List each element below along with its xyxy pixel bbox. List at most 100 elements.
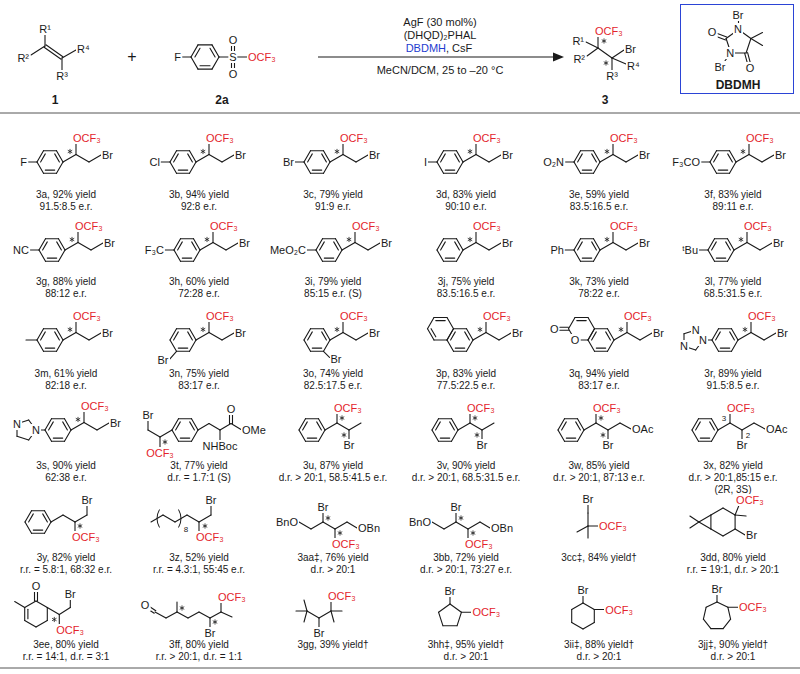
- bond-line: [86, 505, 87, 515]
- compound-caption: 3a, 92% yield: [36, 189, 96, 201]
- atom-label: OCF₃: [247, 51, 277, 63]
- bond-line: [703, 607, 706, 619]
- bond-line: [188, 332, 193, 340]
- bond-line: [565, 249, 574, 250]
- compound-caption: 3u, 87% yield: [303, 460, 363, 472]
- atom-label: NC: [12, 244, 30, 256]
- stereo-star: [326, 517, 330, 519]
- compound-caption: 91.5:8.5 e.r.: [707, 380, 760, 392]
- compound-caption: 83:17 e.r.: [178, 380, 220, 392]
- reagent-text: , CsF: [446, 42, 472, 54]
- bond-line: [708, 239, 715, 250]
- atom-label: Br: [711, 583, 724, 595]
- bond-line: [222, 333, 234, 340]
- atom-label: OCF₃: [609, 132, 639, 144]
- bond-line: [320, 242, 325, 250]
- compound-caption: 3j, 75% yield: [438, 276, 495, 288]
- bond-line: [428, 318, 435, 329]
- atom-label: OCF₃: [472, 132, 502, 144]
- bond-line: [63, 515, 75, 522]
- bond-line: [594, 609, 604, 610]
- atom-label: Br: [101, 149, 114, 161]
- bond-line: [208, 144, 209, 155]
- bond-line: [560, 327, 569, 328]
- bond-line: [728, 607, 738, 608]
- bond-line: [626, 322, 627, 333]
- atom-label: R²: [572, 53, 586, 65]
- stereo-star: [70, 238, 74, 240]
- bond-line: [572, 603, 583, 610]
- bond-line: [475, 144, 476, 155]
- bond-line: [594, 162, 601, 173]
- bond-line: [63, 333, 76, 341]
- bond-line: [75, 144, 76, 155]
- bond-line: [439, 604, 450, 612]
- bond-line: [25, 601, 36, 608]
- bond-line: [25, 621, 36, 628]
- atom-label: F: [173, 51, 182, 63]
- bond-line: [620, 423, 631, 429]
- bond-line: [728, 239, 735, 250]
- bond-line: [148, 430, 160, 437]
- bond-line: [71, 423, 84, 431]
- stereo-star: [347, 238, 351, 240]
- bond-line: [170, 351, 177, 359]
- bond-line: [611, 58, 612, 70]
- compound-caption: 3z, 52% yield: [169, 552, 228, 564]
- bond-line: [210, 505, 211, 515]
- atom-label: Br: [772, 237, 785, 249]
- bond-line: [716, 594, 717, 602]
- bond-line: [33, 530, 42, 531]
- bond-line: [97, 423, 109, 430]
- atom-label: OBn: [357, 522, 381, 534]
- atom-label: N: [31, 424, 41, 436]
- bond-line: [53, 438, 62, 439]
- stereo-star: [459, 517, 463, 519]
- compound-caption: 83:17 e.r.: [578, 380, 620, 392]
- atom-label: Br: [204, 627, 217, 639]
- compound-caption: 3e, 59% yield: [569, 189, 629, 201]
- atom-label: I: [423, 156, 428, 168]
- bond-line: [319, 419, 326, 430]
- bond-line: [46, 45, 63, 57]
- bond-line: [728, 154, 733, 162]
- bond-line: [304, 600, 307, 611]
- stereo-star: [342, 434, 346, 436]
- bond-line: [63, 422, 68, 430]
- atom-label: Br: [602, 439, 615, 451]
- repeat-count: 8: [183, 525, 189, 534]
- reagent-box: BrNONBrODBDMH: [680, 4, 794, 94]
- compound-caption: d.r. > 20:1: [577, 651, 622, 663]
- bond-line: [700, 438, 709, 439]
- bond-line: [736, 155, 749, 163]
- atom-label: Br: [234, 327, 247, 339]
- bond-line: [179, 441, 192, 442]
- bond-line: [612, 58, 626, 64]
- bond-line: [715, 238, 728, 239]
- bond-line: [575, 317, 588, 318]
- bond-line: [457, 239, 464, 250]
- bond-line: [322, 512, 323, 522]
- stereo-star: [601, 434, 605, 436]
- compound-caption: 92:8 e.r.: [181, 201, 217, 213]
- atom-label: MeO₂C: [269, 244, 307, 256]
- stereo-star: [213, 621, 217, 623]
- atom-label: OCF₃: [482, 310, 512, 322]
- stereo-star: [347, 238, 351, 240]
- reagent-text: (DHQD)₂PHAL: [404, 29, 477, 41]
- bond-line: [59, 608, 70, 615]
- bond-line: [565, 161, 574, 162]
- atom-label: Br: [577, 584, 590, 596]
- bond-line: [735, 505, 739, 515]
- compound-caption: 3p, 83% yield: [436, 368, 496, 380]
- stereo-star: [76, 418, 80, 420]
- bond-line: [84, 423, 97, 431]
- atom-label: OCF₃: [331, 538, 361, 550]
- bond-line: [308, 332, 313, 340]
- bond-line: [312, 170, 321, 171]
- atom-label: OCF₃: [604, 604, 634, 616]
- bond-line: [764, 333, 776, 340]
- bond-line: [760, 243, 772, 250]
- atom-label: R⁴: [76, 43, 91, 55]
- bond-line: [65, 430, 72, 441]
